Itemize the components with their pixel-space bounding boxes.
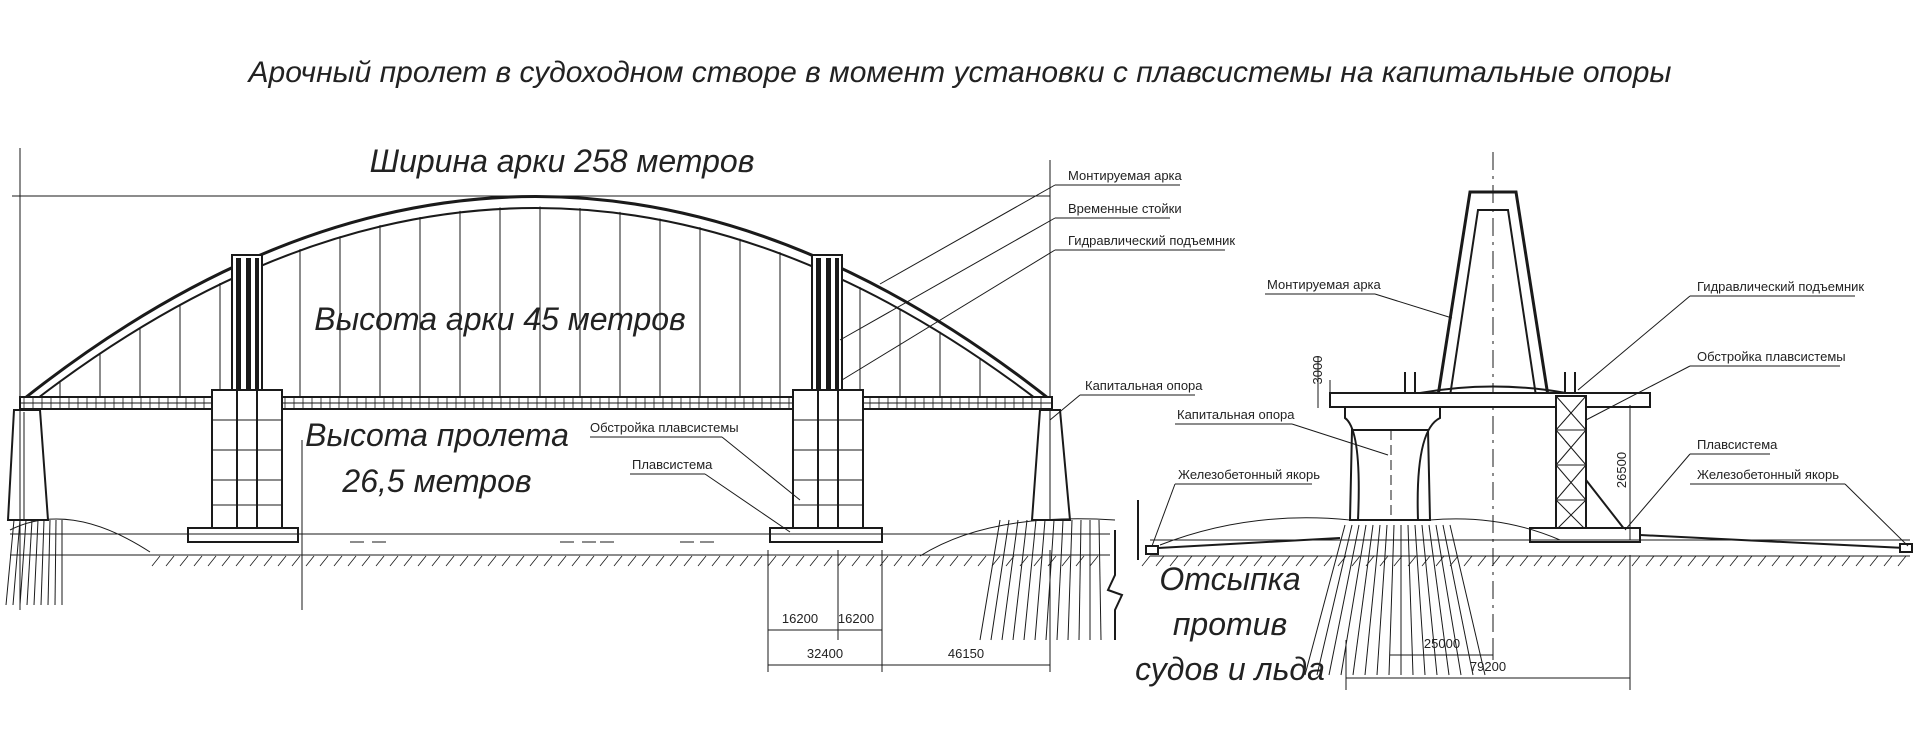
label-section-float-frame: Обстройка плавсистемы [1697, 349, 1846, 364]
overlay-annotations: Ширина арки 258 метров Высота арки 45 ме… [305, 143, 1325, 687]
dim-25000: 25000 [1424, 636, 1460, 651]
cross-section-view [1137, 152, 1913, 676]
dim-16200-right: 16200 [838, 611, 874, 626]
float-tower-right [769, 389, 883, 543]
label-anchor-left: Железобетонный якорь [1178, 467, 1320, 482]
float-tower-left [187, 389, 299, 543]
span-height-label-line1: Высота пролета [305, 417, 569, 453]
fill-label-line1: Отсыпка [1159, 561, 1300, 597]
main-pier-section [1344, 406, 1441, 521]
span-height-label-line2: 26,5 метров [341, 463, 531, 499]
temporary-posts-left [231, 254, 263, 399]
dim-16200-left: 16200 [782, 611, 818, 626]
arch-width-label: Ширина арки 258 метров [370, 143, 755, 179]
dim-3000: 3000 [1310, 356, 1325, 385]
label-float-frame: Обстройка плавсистемы [590, 420, 739, 435]
section-view-callouts: Монтируемая арка Капитальная опора Желез… [1151, 277, 1909, 547]
dim-26500: 26500 [1614, 452, 1629, 488]
dimension-lines: 16200 16200 32400 46150 3000 26500 25000… [767, 356, 1631, 690]
dim-79200: 79200 [1470, 659, 1506, 674]
arch-side-view [5, 148, 1124, 641]
label-section-hydraulic-lift: Гидравлический подъемник [1697, 279, 1864, 294]
piles-section [1304, 524, 1486, 676]
dim-32400: 32400 [807, 646, 843, 661]
label-section-main-pier: Капитальная опора [1177, 407, 1295, 422]
label-hydraulic-lift: Гидравлический подъемник [1068, 233, 1235, 248]
label-mounted-arch: Монтируемая арка [1068, 168, 1183, 183]
main-pier-right [1030, 409, 1072, 521]
arch-height-label: Высота арки 45 метров [314, 301, 686, 337]
temporary-posts-right [811, 254, 843, 399]
drawing-title: Арочный пролет в судоходном створе в мом… [247, 56, 1672, 89]
label-temporary-posts: Временные стойки [1068, 201, 1182, 216]
arch-hangers [59, 206, 981, 398]
side-view-callouts: Монтируемая арка Временные стойки Гидрав… [590, 168, 1235, 533]
fill-label-line3: судов и льда [1135, 651, 1325, 687]
dim-46150: 46150 [948, 646, 984, 661]
label-section-float-system: Плавсистема [1697, 437, 1778, 452]
piles-side [5, 519, 1102, 641]
main-pier-left [6, 409, 50, 521]
label-main-pier: Капитальная опора [1085, 378, 1203, 393]
label-float-system: Плавсистема [632, 457, 713, 472]
label-section-mounted-arch: Монтируемая арка [1267, 277, 1382, 292]
arch-rib [24, 195, 1049, 400]
fill-label-line2: против [1173, 606, 1287, 642]
label-anchor-right: Железобетонный якорь [1697, 467, 1839, 482]
